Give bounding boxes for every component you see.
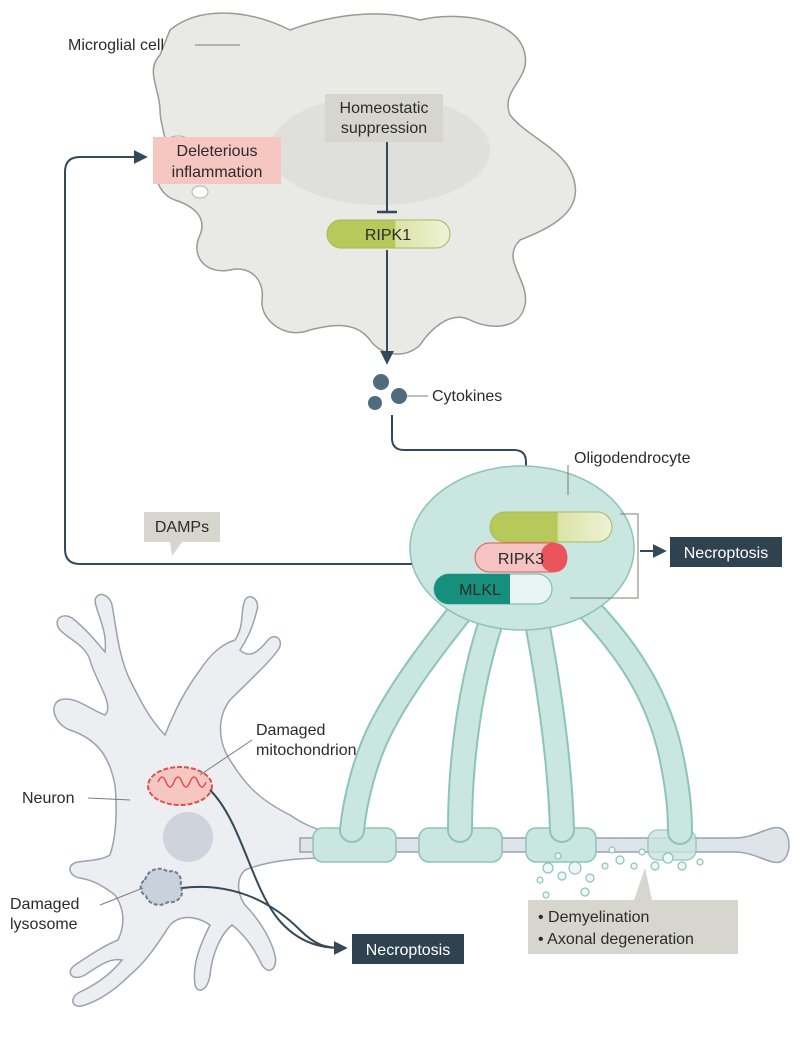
cytokines-label: Cytokines <box>432 388 502 405</box>
damps-feedback-arrow <box>64 150 412 565</box>
damps-label: DAMPs <box>155 519 209 536</box>
microglia-vacuole-2 <box>191 185 209 199</box>
oligo-ripk1-pill <box>489 511 613 543</box>
deleterious-inflammation-box <box>153 137 281 184</box>
homeostatic-label-1: Homeostatic <box>340 100 429 117</box>
oligodendrocyte <box>339 465 693 845</box>
damaged-lyso-label-2: lysosome <box>10 916 78 933</box>
homeostatic-box <box>325 94 443 142</box>
ripk3-label: RIPK3 <box>498 551 544 568</box>
necroptosis-top-box <box>670 537 782 567</box>
neuron-label: Neuron <box>22 790 74 807</box>
necroptosis-top-label: Necroptosis <box>684 545 768 562</box>
myelin-segments <box>312 827 697 863</box>
deleterious-label-1: Deleterious <box>177 143 258 160</box>
neuron-leader <box>87 797 131 801</box>
demyelination-callout: • Demyelination • Axonal degeneration <box>528 868 738 954</box>
necroptosis-bottom-box <box>352 934 464 964</box>
cytokines-to-oligo-arrow <box>391 415 533 497</box>
ripk3-pill: RIPK3 <box>474 542 568 573</box>
ripk1-label: RIPK1 <box>365 227 411 244</box>
necroptosis-bracket <box>570 513 639 599</box>
damaged-mitochondrion <box>147 766 213 806</box>
mlkl-pill: MLKL <box>433 573 553 605</box>
neuron-nucleus <box>163 812 213 862</box>
damaged-lyso-leader <box>99 887 144 906</box>
homeostatic-label-2: suppression <box>341 120 427 137</box>
necroptosis-bottom-label: Necroptosis <box>366 942 450 959</box>
lyso-necroptosis-arrow <box>181 885 348 955</box>
mlkl-label: MLKL <box>459 582 501 599</box>
deleterious-label-2: inflammation <box>172 164 263 181</box>
damaged-mito-label-1: Damaged <box>256 722 325 739</box>
myelin-debris <box>536 846 704 899</box>
damaged-lysosome <box>139 867 184 906</box>
damps-callout: DAMPs <box>144 512 220 556</box>
oligodendrocyte-label: Oligodendrocyte <box>574 450 691 467</box>
cytokine-dots <box>368 374 407 410</box>
damaged-lyso-label-1: Damaged <box>10 896 79 913</box>
damaged-mito-leader <box>199 739 253 776</box>
axonal-degeneration-label: • Axonal degeneration <box>538 931 694 948</box>
demyelination-label: • Demyelination <box>538 909 649 926</box>
damaged-mito-label-2: mitochondrion <box>256 742 357 759</box>
ripk1-pill: RIPK1 <box>326 219 451 249</box>
microglial-cell-label: Microglial cell <box>68 37 164 54</box>
